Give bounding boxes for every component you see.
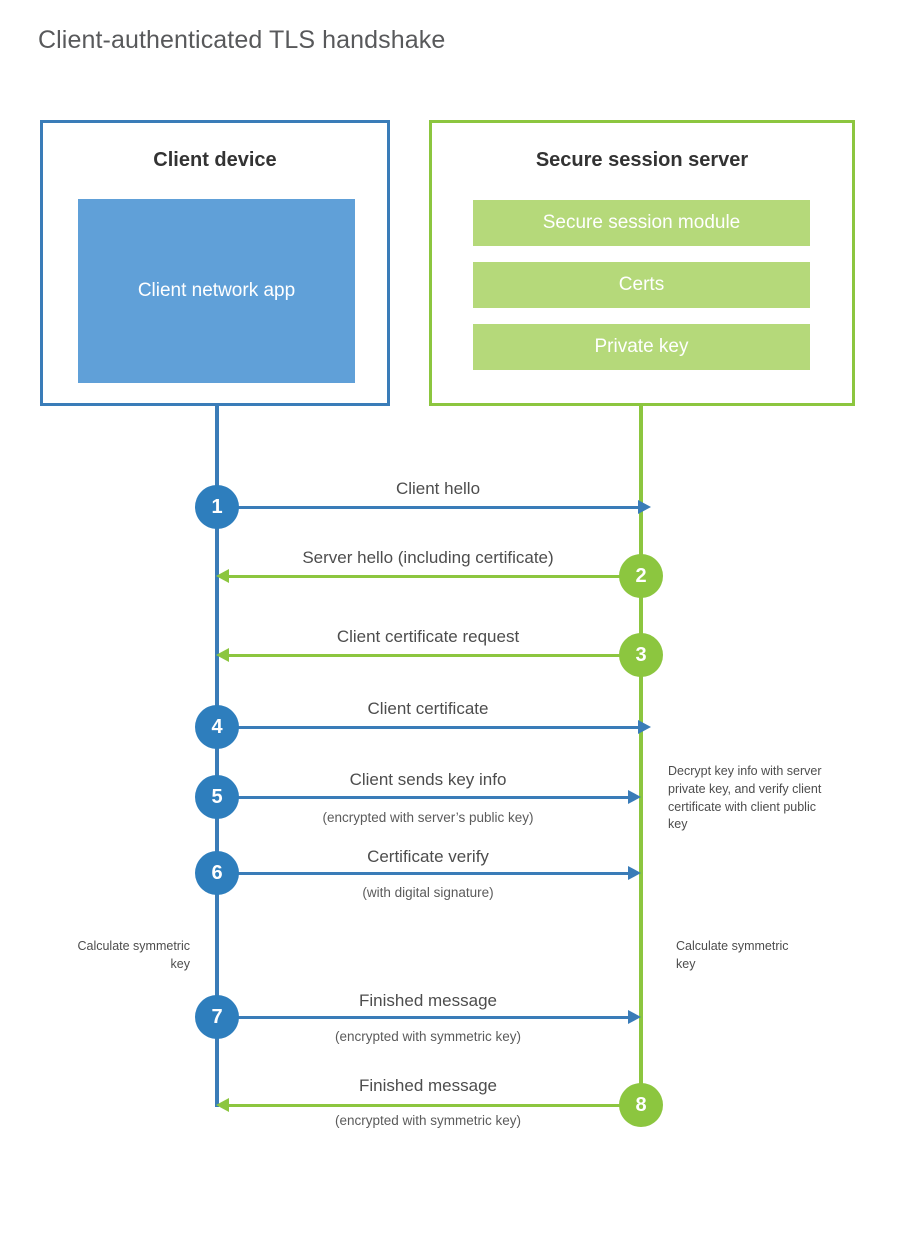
arrow-step-3 bbox=[216, 648, 641, 662]
step-marker-7[interactable]: 7 bbox=[195, 995, 239, 1039]
arrowhead-left-icon bbox=[216, 569, 229, 583]
step-marker-1[interactable]: 1 bbox=[195, 485, 239, 529]
server-lifeline bbox=[639, 406, 643, 1107]
message-sublabel-7: (encrypted with symmetric key) bbox=[334, 1029, 522, 1044]
server-component-secure-session-module: Secure session module bbox=[473, 200, 810, 246]
arrowhead-right-icon bbox=[638, 500, 651, 514]
step-marker-5[interactable]: 5 bbox=[195, 775, 239, 819]
secure-session-server-title: Secure session server bbox=[535, 149, 749, 171]
arrow-step-7 bbox=[217, 1010, 641, 1024]
message-label-3: Client certificate request bbox=[336, 627, 520, 646]
arrowhead-left-icon bbox=[216, 648, 229, 662]
server-component-certs: Certs bbox=[473, 262, 810, 308]
server-component-private-key: Private key bbox=[473, 324, 810, 370]
arrowhead-right-icon bbox=[628, 1010, 641, 1024]
message-label-7: Finished message bbox=[359, 991, 497, 1010]
arrow-step-5 bbox=[217, 790, 641, 804]
arrowhead-right-icon bbox=[638, 720, 651, 734]
step-marker-4[interactable]: 4 bbox=[195, 705, 239, 749]
message-label-5: Client sends key info bbox=[349, 770, 507, 789]
message-sublabel-8: (encrypted with symmetric key) bbox=[334, 1113, 522, 1128]
message-label-6: Certificate verify bbox=[367, 847, 489, 866]
server-calculate-symmetric-key-note: Calculate symmetric key bbox=[676, 939, 789, 971]
message-label-8: Finished message bbox=[359, 1076, 497, 1095]
arrowhead-right-icon bbox=[628, 790, 641, 804]
client-lifeline bbox=[215, 406, 219, 1107]
arrow-step-6 bbox=[217, 866, 641, 880]
message-label-1: Client hello bbox=[395, 479, 481, 498]
server-decrypt-note: Decrypt key info with server private key… bbox=[668, 764, 822, 832]
message-label-2: Server hello (including certificate) bbox=[302, 548, 554, 567]
step-marker-8[interactable]: 8 bbox=[619, 1083, 663, 1127]
arrow-step-4 bbox=[217, 720, 651, 734]
arrowhead-right-icon bbox=[628, 866, 641, 880]
message-label-4: Client certificate bbox=[367, 699, 489, 718]
step-marker-6[interactable]: 6 bbox=[195, 851, 239, 895]
arrowhead-left-icon bbox=[216, 1098, 229, 1112]
step-marker-2[interactable]: 2 bbox=[619, 554, 663, 598]
message-sublabel-5: (encrypted with server’s public key) bbox=[322, 810, 534, 825]
client-network-app-block: Client network app bbox=[78, 199, 355, 383]
arrow-step-8 bbox=[216, 1098, 641, 1112]
client-device-box: Client device Client network app bbox=[40, 120, 390, 406]
secure-session-server-box: Secure session server Secure session mod… bbox=[429, 120, 855, 406]
message-sublabel-6: (with digital signature) bbox=[362, 885, 494, 900]
page-title: Client-authenticated TLS handshake bbox=[38, 26, 446, 54]
arrow-step-1 bbox=[217, 500, 651, 514]
step-marker-3[interactable]: 3 bbox=[619, 633, 663, 677]
arrow-step-2 bbox=[216, 569, 641, 583]
client-device-title: Client device bbox=[153, 149, 277, 171]
client-calculate-symmetric-key-note: Calculate symmetric key bbox=[77, 939, 190, 971]
